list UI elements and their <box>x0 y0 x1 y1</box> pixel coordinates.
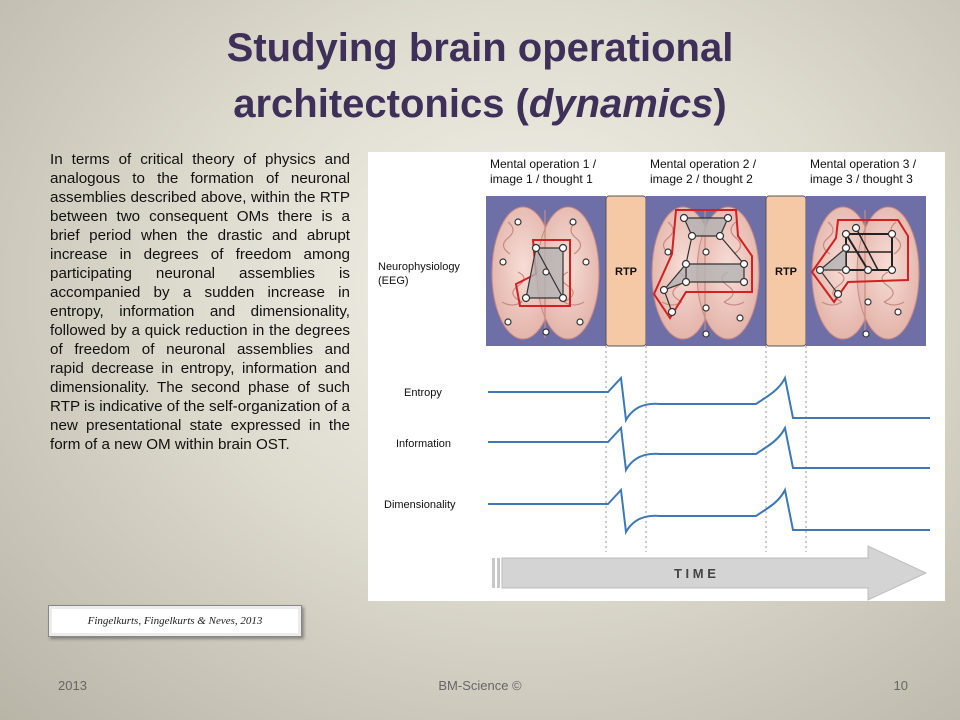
title-line-2-post: ) <box>713 82 727 126</box>
op1-heading-line1: Mental operation 1 / <box>490 157 597 171</box>
brain-panel-3 <box>806 196 926 346</box>
assembly-shape-2b <box>685 263 745 283</box>
label-neurophysiology: Neurophysiology <box>378 261 460 273</box>
rtp-block-2: RTP <box>765 195 807 347</box>
label-entropy: Entropy <box>404 387 442 399</box>
label-dimensionality: Dimensionality <box>384 499 456 511</box>
electrode-nodes-3 <box>815 223 902 338</box>
title-line-1: Studying brain operational <box>226 26 734 70</box>
label-information: Information <box>396 438 451 450</box>
op2-heading-line2: image 2 / thought 2 <box>650 172 753 186</box>
electrode-nodes-2 <box>659 213 749 338</box>
assembly-outline-2 <box>652 209 753 320</box>
footer-year: 2013 <box>58 678 87 693</box>
op3-heading-line2: image 3 / thought 3 <box>810 172 913 186</box>
footer-page-number: 10 <box>893 678 908 693</box>
rtp-label-1: RTP <box>615 266 637 278</box>
brain-icon <box>811 206 920 340</box>
time-arrow-shape <box>501 545 928 601</box>
assembly-shape-3b <box>818 246 847 271</box>
op2-heading-line1: Mental operation 2 / <box>650 157 757 171</box>
time-label: T I M E <box>674 566 716 581</box>
footer-copyright: BM-Science © <box>438 678 522 693</box>
signal-traces <box>488 374 930 536</box>
label-eeg: (EEG) <box>378 275 409 287</box>
rtp-label-2: RTP <box>775 266 797 278</box>
rtp-dynamics-figure: Mental operation 1 / image 1 / thought 1… <box>368 152 945 601</box>
slide-title: Studying brain operational architectonic… <box>40 20 920 132</box>
body-paragraph: In terms of critical theory of physics a… <box>50 151 350 453</box>
brain-panel-2 <box>646 196 766 346</box>
brain-panel-1 <box>486 196 606 346</box>
entropy-trace <box>488 374 930 424</box>
dimensionality-trace <box>488 486 930 536</box>
assembly-outline-3 <box>810 219 909 304</box>
citation-box: Fingelkurts, Fingelkurts & Neves, 2013 <box>48 605 302 637</box>
figure-canvas: Mental operation 1 / image 1 / thought 1… <box>378 157 930 601</box>
assembly-shape-2c <box>662 262 687 292</box>
title-line-2-pre: architectonics ( <box>233 82 529 126</box>
information-trace <box>488 424 930 474</box>
rtp-block-1: RTP <box>605 195 647 347</box>
title-line-2-emphasis: dynamics <box>528 82 714 126</box>
electrode-nodes-1 <box>499 218 590 336</box>
time-arrow: T I M E <box>492 545 928 601</box>
op1-heading-line2: image 1 / thought 1 <box>490 172 593 186</box>
op3-heading-line1: Mental operation 3 / <box>810 157 917 171</box>
